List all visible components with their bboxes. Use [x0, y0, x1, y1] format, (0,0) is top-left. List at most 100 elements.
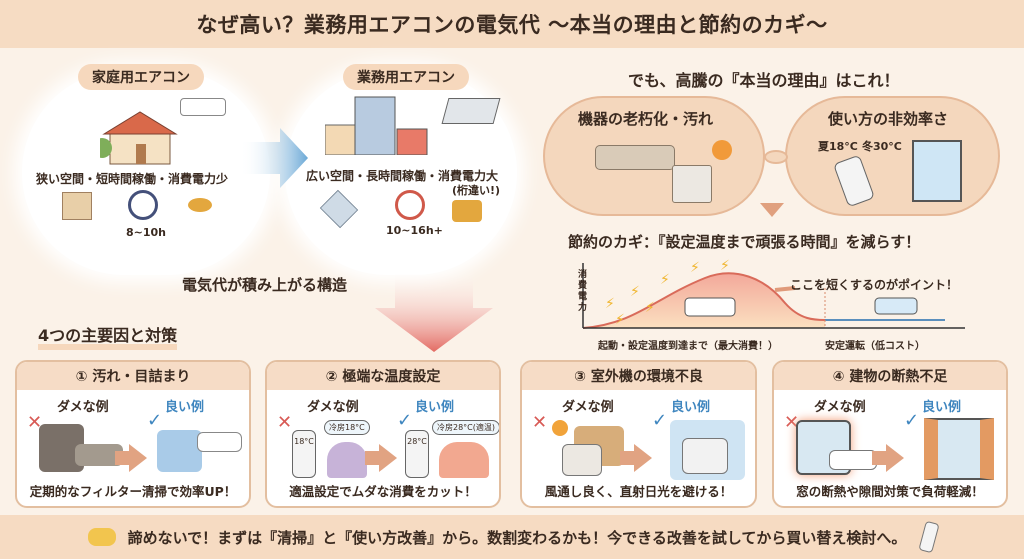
svg-text:⚡: ⚡: [720, 258, 730, 274]
arrow-icon: [620, 444, 652, 472]
card-footer: 窓の断熱や隙間対策で負荷軽減！: [796, 484, 984, 499]
buildings-icon: [324, 95, 435, 159]
factor-card-temperature: ② 極端な温度設定 ダメな例 良い例 ✕ ✓ 18°C 冷房18°C 28°C …: [265, 360, 501, 508]
dirty-ac-icon: [595, 145, 675, 170]
good-example-label: 良い例: [921, 400, 961, 415]
cross-icon: ✕: [27, 412, 43, 433]
check-icon: ✓: [652, 410, 668, 431]
winter-temp: 冬30°C: [862, 140, 902, 153]
page-title: なぜ高い？業務用エアコンの電気代 〜本当の理由と節約のカギ〜: [0, 0, 1024, 48]
phase-label-stable: 安定運転（低コスト）: [825, 341, 925, 352]
bad-example-label: ダメな例: [57, 400, 109, 415]
right-arrow-icon: [240, 128, 310, 192]
home-desc: 狭い空間・短時間稼働・消費電力少: [36, 172, 229, 186]
phase-label-startup: 起動・設定温度到達まで（最大消費！）: [598, 341, 778, 352]
lightning-icons: ⚡⚡⚡⚡⚡⚡⚡: [605, 258, 730, 328]
home-ac-bubble: [22, 70, 270, 275]
room-icon: [62, 192, 92, 220]
down-triangle-icon: [760, 203, 784, 217]
factor-card-dirt: ① 汚れ・目詰まり ダメな例 良い例 ✕ ✓ 定期的なフィルター清掃で効率UP！: [15, 360, 251, 508]
bubble-connector: [764, 150, 788, 164]
card-footer: 風通し良く、直射日光を避ける！: [544, 484, 733, 499]
factor-card-outdoor-unit: ③ 室外機の環境不良 ダメな例 良い例 ✕ ✓ 風通し良く、直射日光を避ける！: [520, 360, 757, 508]
clean-filter-icon: [157, 430, 202, 472]
business-desc: 広い空間・長時間稼働・消費電力大: [306, 169, 499, 183]
pointer-arrow-icon: [774, 286, 796, 292]
aging-label: 機器の老朽化・汚れ: [578, 110, 714, 128]
peak-curve: [582, 272, 826, 329]
speech-bubble: 冷房28°C(適温): [432, 420, 499, 435]
business-ac-label: 業務用エアコン: [343, 64, 469, 90]
good-example-label: 良い例: [164, 400, 204, 415]
svg-text:⚡: ⚡: [630, 284, 640, 300]
wall-ac-icon: [180, 98, 226, 116]
house-icon: [92, 110, 230, 169]
bad-example-label: ダメな例: [307, 400, 359, 415]
usage-label: 使い方の非効率さ: [828, 110, 949, 128]
down-arrow-icon: [375, 270, 495, 356]
business-hours: 10~16h+: [386, 224, 443, 237]
cassette-ac-icon: [441, 98, 501, 124]
saving-key: 節約のカギ：『設定温度まで頑張る時間』を減らす！: [568, 233, 921, 251]
remote-icon: 28°C: [405, 430, 429, 478]
happy-ac-icon: [197, 432, 242, 452]
good-example-label: 良い例: [414, 400, 454, 415]
svg-text:⚡: ⚡: [690, 260, 700, 276]
speech-bubble: 冷房18°C: [324, 420, 370, 435]
factor-card-insulation: ④ 建物の断熱不足 ダメな例 良い例 ✕ ✓ 窓の断熱や隙間対策で負荷軽減！: [772, 360, 1008, 508]
cross-icon: ✕: [784, 412, 800, 433]
dirty-ac-icon: [75, 444, 123, 466]
home-hours: 8~10h: [126, 226, 167, 239]
calm-ac-icon: [874, 297, 918, 315]
card-footer: 適温設定でムダな消費をカット！: [289, 484, 477, 499]
arrow-icon: [365, 444, 397, 472]
clock-icon: [128, 190, 158, 220]
curtained-window-icon: [924, 418, 994, 480]
sun-icon: [712, 140, 732, 160]
outdoor-unit-icon: [682, 438, 728, 474]
good-example-label: 良い例: [670, 400, 710, 415]
struggling-ac-icon: [684, 297, 736, 317]
sun-icon: [552, 420, 568, 436]
card-footer: 定期的なフィルター清掃で効率UP！: [29, 484, 237, 499]
card-title: ③ 室外機の環境不良: [522, 362, 755, 390]
card-title: ② 極端な温度設定: [267, 362, 499, 390]
arrow-icon: [115, 444, 147, 472]
svg-text:⚡: ⚡: [605, 296, 615, 312]
remote-icon: 18°C: [292, 430, 316, 478]
svg-text:⚡: ⚡: [660, 272, 670, 288]
remote-icon: [918, 520, 941, 554]
leaky-window-icon: [796, 420, 851, 475]
arrow-icon: [872, 444, 904, 472]
svg-text:⚡: ⚡: [615, 312, 625, 328]
usage-bubble: [785, 96, 1000, 216]
check-icon: ✓: [904, 410, 920, 431]
factors-heading: 4つの主要因と対策: [38, 328, 178, 350]
bad-example-label: ダメな例: [814, 400, 866, 415]
bottom-message-bar: 諦めないで！まずは『清掃』と『使い方改善』から。数割変わるかも！今できる改善を試…: [0, 515, 1024, 559]
sponge-icon: [87, 528, 116, 546]
happy-people-icon: [439, 442, 489, 478]
outdoor-unit-icon: [562, 444, 602, 476]
open-window-icon: [912, 140, 962, 202]
cold-people-icon: [327, 442, 367, 478]
chart-annotation: ここを短くするのがポイント！: [790, 278, 959, 292]
ac-icon: [829, 450, 877, 470]
card-title: ④ 建物の断熱不足: [774, 362, 1006, 390]
power-chart: ⚡⚡⚡⚡⚡⚡⚡: [582, 258, 965, 329]
reasons-heading: でも、高騰の『本当の理由』はこれ！: [628, 71, 900, 90]
svg-text:⚡: ⚡: [645, 300, 655, 316]
check-icon: ✓: [397, 410, 413, 431]
outdoor-unit-icon: [672, 165, 712, 203]
business-note: (桁違い!): [452, 184, 501, 197]
coins-icon: [188, 198, 212, 212]
cross-icon: ✕: [532, 412, 548, 433]
money-stack-icon: [452, 200, 482, 222]
chart-ylabel: 消費電力: [578, 270, 588, 313]
cross-icon: ✕: [277, 412, 293, 433]
bottom-message: 諦めないで！まずは『清掃』と『使い方改善』から。数割変わるかも！今できる改善を試…: [127, 528, 907, 547]
summer-temp: 夏18°C: [818, 140, 858, 153]
structure-label: 電気代が積み上がる構造: [182, 276, 348, 294]
bad-example-label: ダメな例: [562, 400, 614, 415]
check-icon: ✓: [147, 410, 163, 431]
